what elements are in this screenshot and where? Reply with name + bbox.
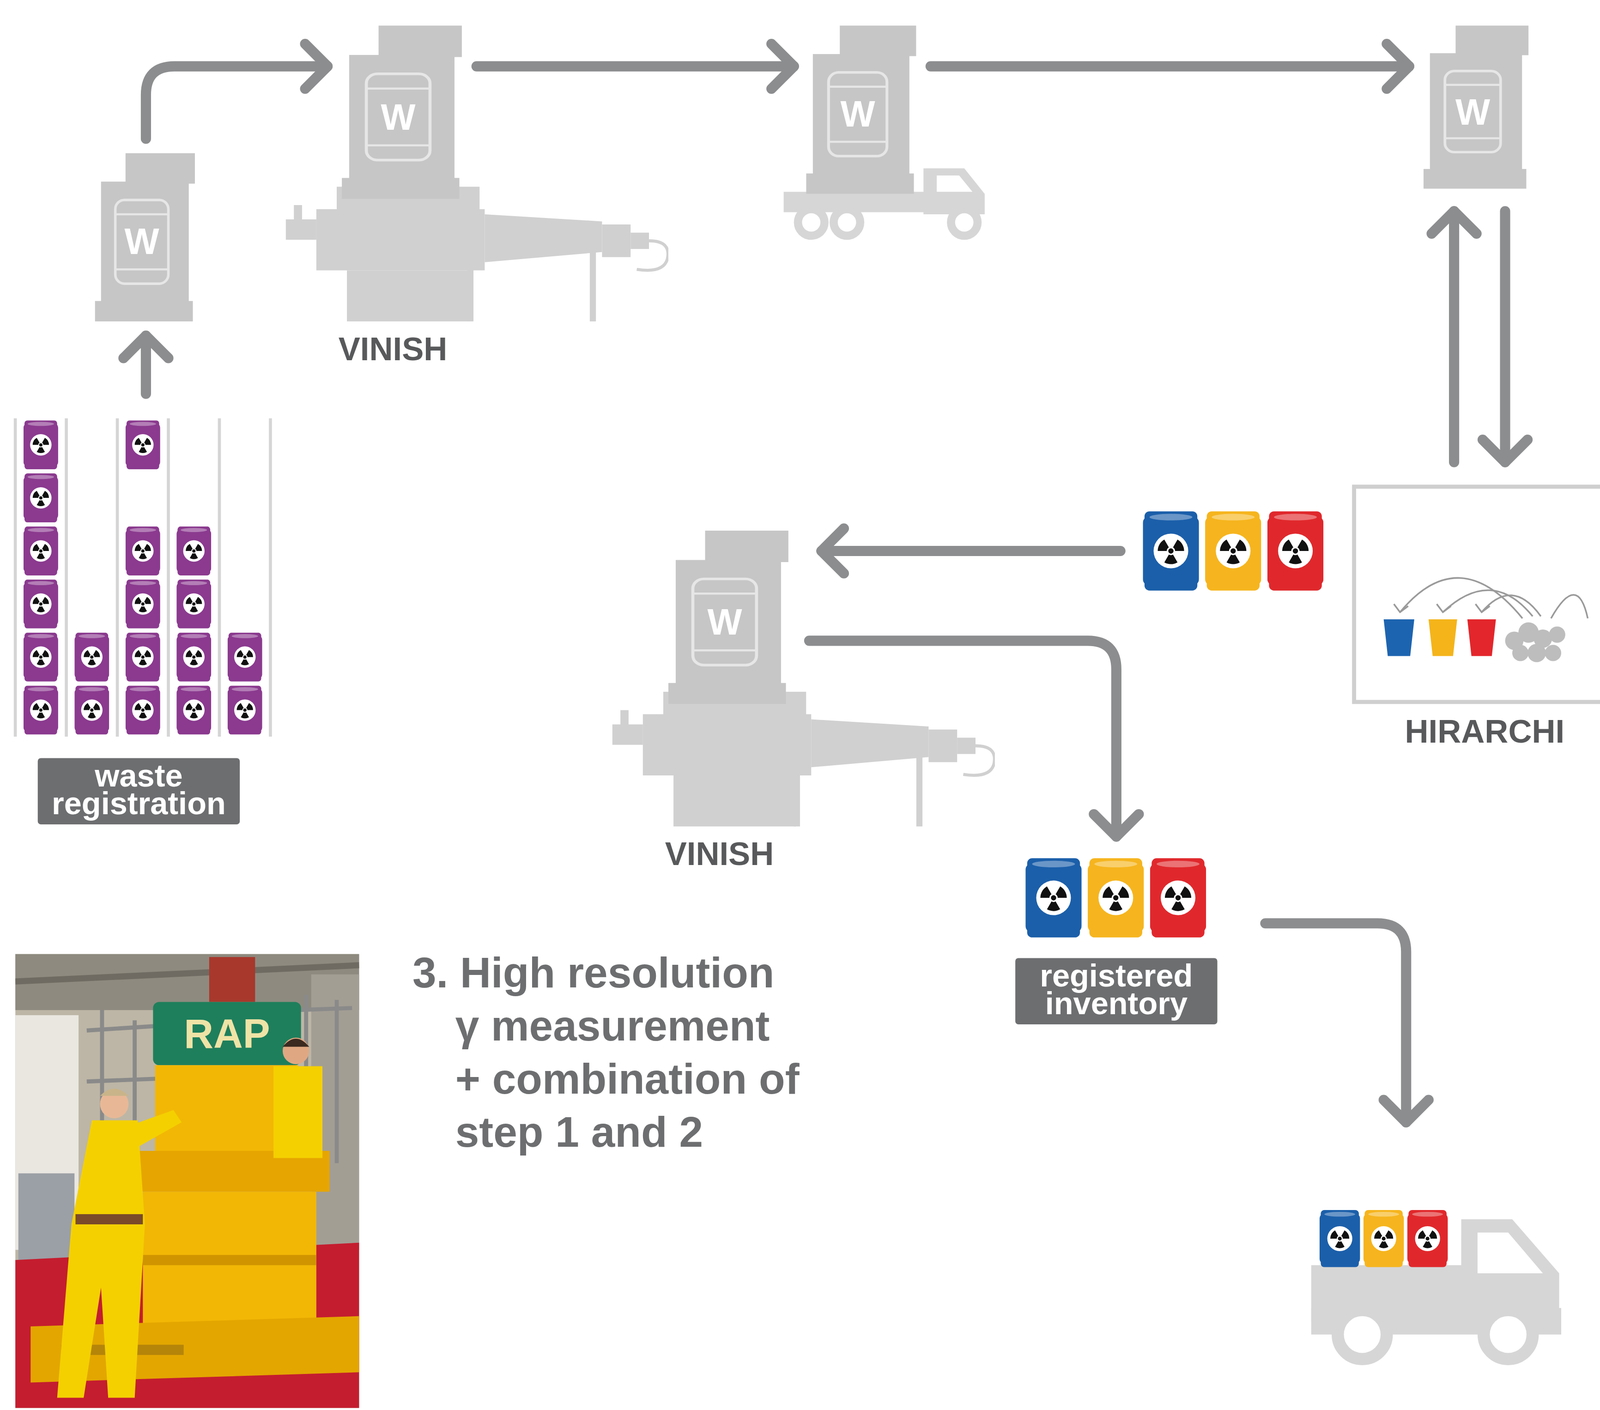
- arrow-line: [809, 640, 1117, 837]
- flow-arrow: [1431, 211, 1477, 462]
- waste-container: W: [668, 530, 791, 705]
- container-letter: W: [1442, 91, 1504, 133]
- barrel-stack: waste registration: [10, 408, 268, 825]
- waste-container: W: [806, 25, 919, 194]
- sorted-barrels: [1142, 511, 1324, 591]
- arrow-head: [1431, 211, 1477, 234]
- container-letter: W: [363, 96, 433, 138]
- arrow-head: [1482, 439, 1528, 463]
- stage-label: waste registration: [37, 757, 240, 825]
- step-caption: 3. High resolution γ measurement + combi…: [408, 946, 803, 1160]
- inventory-barrels: [1025, 858, 1207, 938]
- photo-sign-text: RAP: [152, 1010, 301, 1058]
- box-heading: HIRARCHI: [1356, 712, 1600, 752]
- waste-barrels: [23, 420, 263, 735]
- vinish-machine-body: [612, 691, 995, 827]
- hierarchy-box: HIRARCHI: [1351, 484, 1600, 704]
- arrow-head: [1093, 814, 1139, 837]
- vinish-machine: W VINISH: [285, 25, 669, 378]
- machine-label: VINISH: [612, 834, 827, 874]
- machine-label: VINISH: [285, 329, 501, 369]
- flow-arrow: [821, 528, 1429, 1123]
- waste-container: W: [341, 25, 465, 200]
- waste-container: W: [1423, 25, 1531, 189]
- stage-label: registered inventory: [1015, 957, 1218, 1025]
- barrel-stack: registered inventory: [1010, 853, 1223, 1025]
- hierarchy-sketch: [1383, 577, 1588, 662]
- flow-arrow: [809, 640, 1140, 837]
- arrow-line: [476, 61, 794, 72]
- delivery-truck: [1311, 1210, 1562, 1360]
- arrow-line: [1500, 211, 1511, 462]
- arrow-line: [930, 61, 1410, 72]
- container-letter: W: [690, 602, 759, 643]
- vinish-machine: W VINISH: [612, 530, 995, 883]
- flow-arrow: [145, 43, 328, 139]
- waste-container: W: [94, 152, 197, 322]
- flow-arrow: [1482, 211, 1528, 462]
- photo-illustration: [15, 954, 359, 1409]
- arrow-head: [305, 43, 328, 89]
- container-letter: W: [113, 221, 171, 263]
- arrow-line: [1448, 211, 1460, 462]
- vinish-machine-body: [285, 186, 669, 322]
- flow-arrow: [930, 43, 1410, 89]
- flow-arrow: [476, 43, 794, 89]
- flow-arrow: [123, 335, 169, 394]
- arrow-line: [145, 66, 328, 140]
- container-letter: W: [826, 94, 890, 135]
- arrow-head: [771, 43, 794, 89]
- arrow-head: [1386, 43, 1410, 89]
- arrow-head: [123, 335, 169, 359]
- rack-lines: [15, 418, 271, 737]
